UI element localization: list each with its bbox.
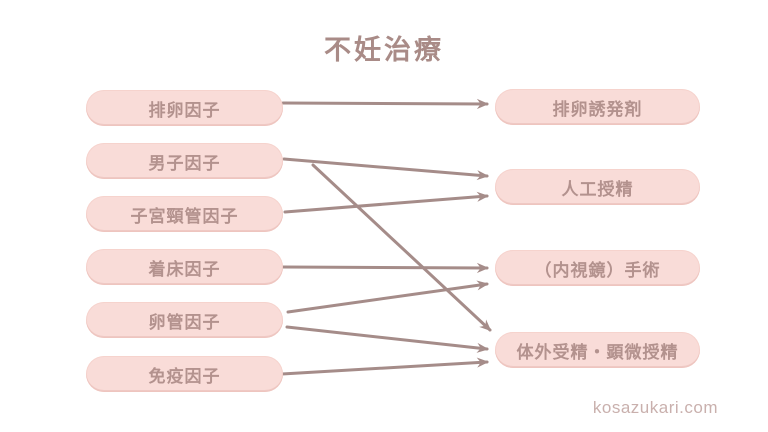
arrow-着床因子-（内視鏡）手術	[281, 262, 489, 273]
factor-box-tubal: 卵管因子	[86, 302, 283, 338]
factor-label: 排卵因子	[148, 100, 221, 120]
arrow-男子因子-人工授精	[282, 157, 489, 181]
treatment-label: （内視鏡）手術	[534, 260, 661, 280]
arrow-卵管因子-（内視鏡）手術	[286, 280, 489, 314]
treatment-box-ovulation-inducer: 排卵誘発剤	[495, 89, 700, 125]
factor-box-ovulation: 排卵因子	[86, 90, 283, 126]
treatment-label: 人工授精	[561, 179, 634, 199]
factor-label: 子宮頸管因子	[130, 206, 239, 226]
factor-label: 着床因子	[148, 259, 221, 279]
page-title: 不妊治療	[324, 35, 444, 65]
treatment-label: 体外受精・顕微授精	[516, 342, 679, 362]
arrow-男子因子-体外受精・顕微授精	[311, 163, 492, 332]
factor-box-immune: 免疫因子	[86, 356, 283, 392]
factor-box-implantation: 着床因子	[86, 249, 283, 285]
treatment-box-artificial-insemination: 人工授精	[495, 169, 700, 205]
arrow-卵管因子-体外受精・顕微授精	[285, 325, 489, 353]
treatment-label: 排卵誘発剤	[552, 99, 643, 119]
site-watermark: kosazukari.com	[592, 398, 718, 417]
treatment-box-endoscopic-surgery: （内視鏡）手術	[495, 250, 700, 286]
factor-label: 男子因子	[148, 153, 221, 173]
arrow-免疫因子-体外受精・顕微授精	[280, 357, 489, 376]
arrow-排卵因子-排卵誘発剤	[281, 98, 489, 109]
factor-label: 卵管因子	[148, 312, 221, 332]
factor-box-cervical: 子宮頸管因子	[86, 196, 283, 232]
factor-label: 免疫因子	[148, 366, 221, 386]
factor-box-male: 男子因子	[86, 143, 283, 179]
treatment-box-ivf-icsi: 体外受精・顕微授精	[495, 332, 700, 368]
arrow-子宮頸管因子-人工授精	[283, 191, 489, 214]
